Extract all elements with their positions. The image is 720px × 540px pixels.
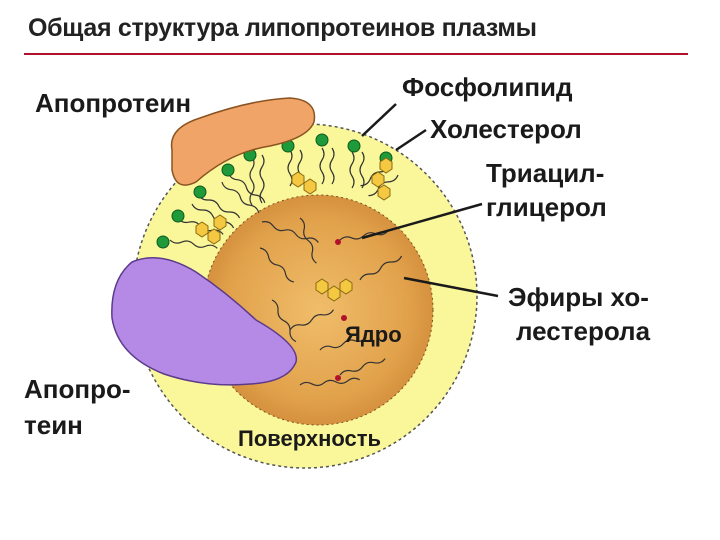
label-cholesterol: Холестерол bbox=[430, 114, 582, 144]
label-apoprotein-top: Апопротеин bbox=[35, 88, 191, 118]
label-apoprotein-bottom-1: Апопро- bbox=[24, 374, 131, 404]
label-triacylglycerol-1: Триацил- bbox=[486, 158, 604, 188]
label-apoprotein-bottom-2: теин bbox=[24, 410, 83, 440]
label-cholesteryl-esters-1: Эфиры хо- bbox=[508, 282, 649, 312]
label-surface: Поверхность bbox=[238, 424, 381, 454]
label-phospholipid: Фосфолипид bbox=[402, 72, 573, 102]
label-core: Ядро bbox=[345, 320, 402, 350]
label-cholesteryl-esters-2: лестерола bbox=[516, 316, 650, 346]
label-triacylglycerol-2: глицерол bbox=[486, 192, 607, 222]
